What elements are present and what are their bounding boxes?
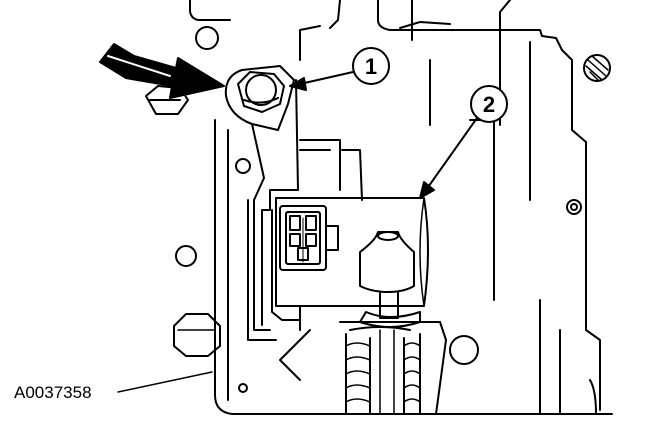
reference-label: A0037358 <box>14 371 213 402</box>
callout-2: 2 <box>419 85 508 199</box>
bracket-bolt <box>237 71 285 113</box>
sensor-body <box>271 197 429 331</box>
callout-2-number: 2 <box>483 92 495 117</box>
reference-leader <box>117 371 213 393</box>
callout-1-arrowhead <box>289 77 307 91</box>
callout-2-arrowhead <box>419 181 435 199</box>
reference-code: A0037358 <box>14 383 92 402</box>
attention-arrow <box>99 43 225 99</box>
mounting-bracket <box>224 65 299 341</box>
hex-nut-bottom-left <box>173 313 221 357</box>
sensor-connector <box>279 205 339 271</box>
casting-outline <box>189 0 613 415</box>
hex-nut-top-left <box>145 85 189 115</box>
callout-1-leader <box>299 71 354 85</box>
callout-1-number: 1 <box>365 54 377 79</box>
callout-1: 1 <box>289 47 390 91</box>
threaded-plug <box>583 54 611 82</box>
casting-holes <box>175 26 582 393</box>
callout-1-circle <box>352 47 390 85</box>
lower-shaft-assembly <box>279 321 447 415</box>
callout-2-circle <box>470 85 508 123</box>
sensor-stem <box>359 231 421 328</box>
callout-2-leader <box>425 117 478 191</box>
